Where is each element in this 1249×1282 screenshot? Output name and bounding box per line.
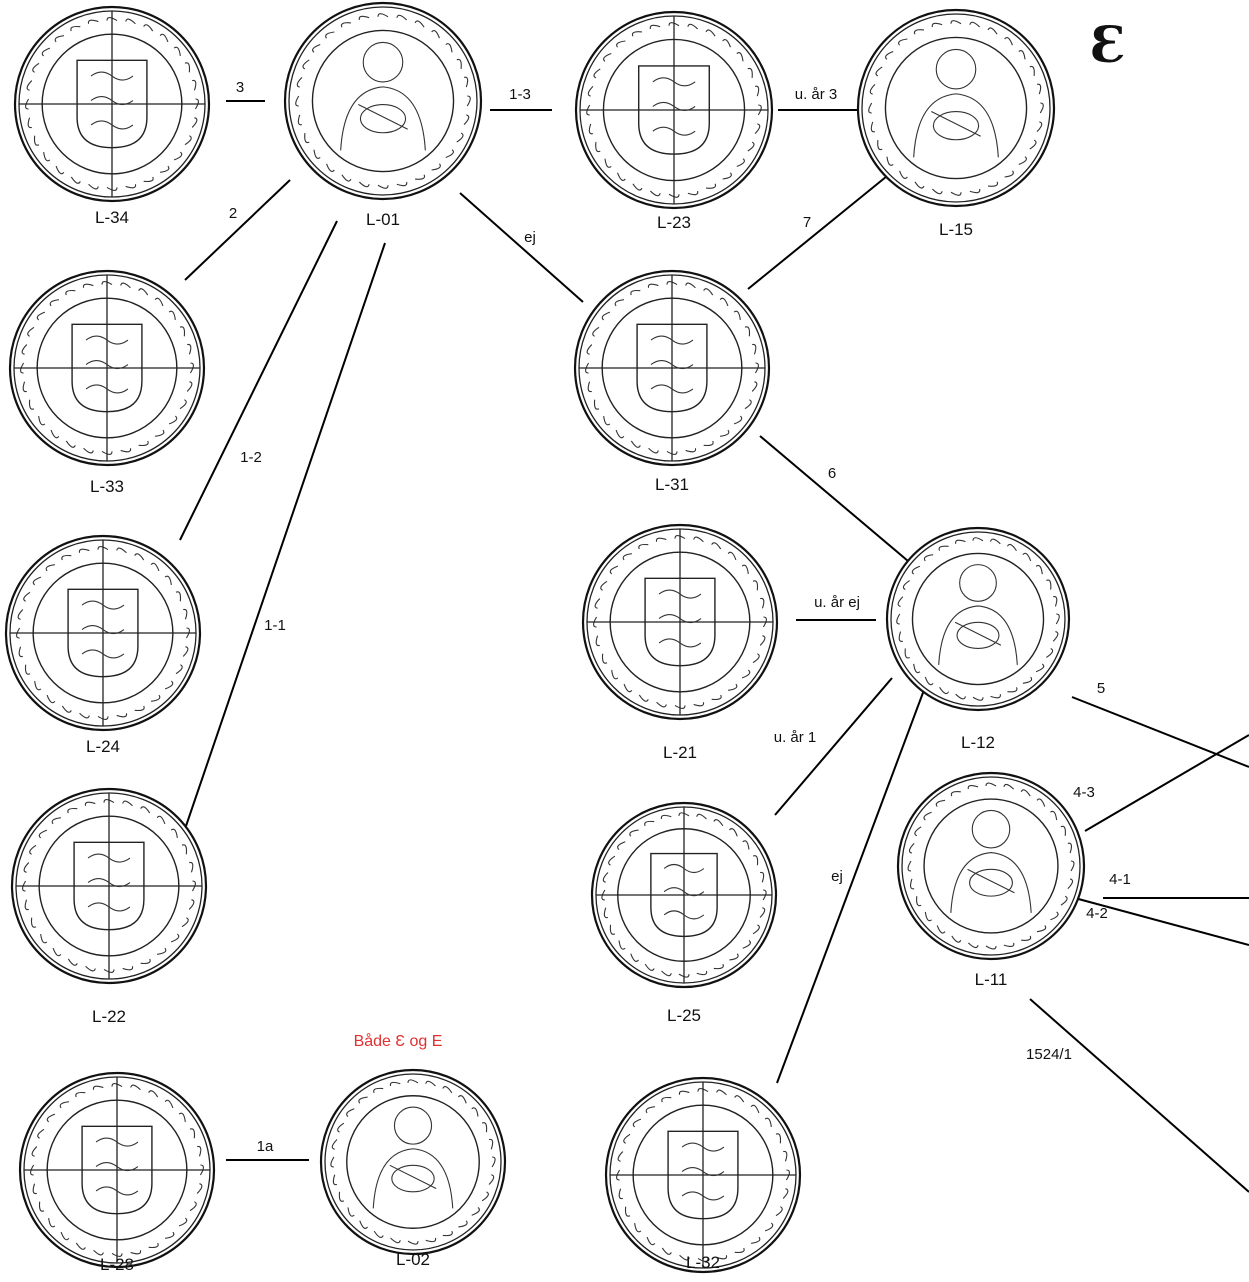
edge-e13 xyxy=(1071,696,1249,768)
edge-e5 xyxy=(459,192,584,303)
note-text: Både Ɛ og E xyxy=(354,1032,443,1050)
coin-l-22[interactable] xyxy=(10,787,208,985)
coin-l-02[interactable] xyxy=(319,1068,507,1256)
edge-e11 xyxy=(774,677,893,816)
edge-label-e1: 3 xyxy=(236,79,244,96)
coin-l-32[interactable] xyxy=(604,1076,802,1274)
coin-l-24[interactable] xyxy=(4,534,202,732)
coin-label-l-22: L-22 xyxy=(92,1007,126,1026)
coin-label-l-23: L-23 xyxy=(657,213,691,232)
coin-l-11[interactable] xyxy=(896,771,1086,961)
nodes-layer xyxy=(4,1,1086,1274)
coin-label-l-21: L-21 xyxy=(663,743,697,762)
coin-label-l-25: L-25 xyxy=(667,1006,701,1025)
edge-e7 xyxy=(179,220,338,541)
coin-label-l-28: L-28 xyxy=(100,1255,134,1274)
coin-l-31[interactable] xyxy=(573,269,771,467)
coin-l-28[interactable] xyxy=(18,1071,216,1269)
edge-e8 xyxy=(185,242,386,827)
edge-e9 xyxy=(759,435,909,562)
coin-l-21[interactable] xyxy=(581,523,779,721)
edge-e16 xyxy=(1070,896,1249,946)
coin-l-12[interactable] xyxy=(885,526,1071,712)
edge-e14 xyxy=(1084,734,1249,832)
edge-label-e15: 4-1 xyxy=(1109,871,1131,888)
coin-label-l-02: L-02 xyxy=(396,1250,430,1269)
edge-e12 xyxy=(776,681,928,1084)
coin-l-23[interactable] xyxy=(574,10,774,210)
edge-label-e10: u. år ej xyxy=(814,594,860,611)
coin-l-34[interactable] xyxy=(13,5,211,203)
annotation-1524: 1524/1 xyxy=(1026,1046,1072,1063)
labels-layer: 3 1-3 u. år 3 2 ej 7 1-2 1-1 6 u. år ej u. år 1 ej 5… xyxy=(86,79,1131,1274)
coin-label-l-24: L-24 xyxy=(86,737,120,756)
edge-label-e4: 2 xyxy=(229,205,237,222)
edge-label-e13: 5 xyxy=(1097,680,1105,697)
coin-label-l-34: L-34 xyxy=(95,208,129,227)
edge-label-e5: ej xyxy=(524,229,536,246)
edge-e6 xyxy=(747,171,893,290)
edge-label-e12: ej xyxy=(831,868,843,885)
edge-label-e3: u. år 3 xyxy=(795,86,838,103)
edge-label-e7: 1-2 xyxy=(240,449,262,466)
edge-label-e11: u. år 1 xyxy=(774,729,817,746)
edge-label-e8: 1-1 xyxy=(264,617,286,634)
coin-label-l-15: L-15 xyxy=(939,220,973,239)
coin-label-l-12: L-12 xyxy=(961,733,995,752)
edge-label-e9: 6 xyxy=(828,465,836,482)
coin-l-25[interactable] xyxy=(590,801,778,989)
corner-letter: Ɛ xyxy=(1090,15,1126,74)
edge-label-e14: 4-3 xyxy=(1073,784,1095,801)
coin-l-01[interactable] xyxy=(283,1,483,201)
edges-layer xyxy=(179,100,1249,1193)
edge-label-e2: 1-3 xyxy=(509,86,531,103)
coin-l-15[interactable] xyxy=(856,8,1056,208)
edge-e17 xyxy=(1029,998,1249,1193)
coin-label-l-11: L-11 xyxy=(975,970,1008,989)
edge-label-e6: 7 xyxy=(803,214,811,231)
edge-e4 xyxy=(184,179,291,281)
edge-label-e16: 4-2 xyxy=(1086,905,1108,922)
coin-l-33[interactable] xyxy=(8,269,206,467)
coin-label-l-01: L-01 xyxy=(366,210,400,229)
coin-label-l-32: L-32 xyxy=(686,1253,720,1272)
coin-label-l-33: L-33 xyxy=(90,477,124,496)
coin-label-l-31: L-31 xyxy=(655,475,689,494)
edge-label-e18: 1a xyxy=(257,1138,274,1155)
